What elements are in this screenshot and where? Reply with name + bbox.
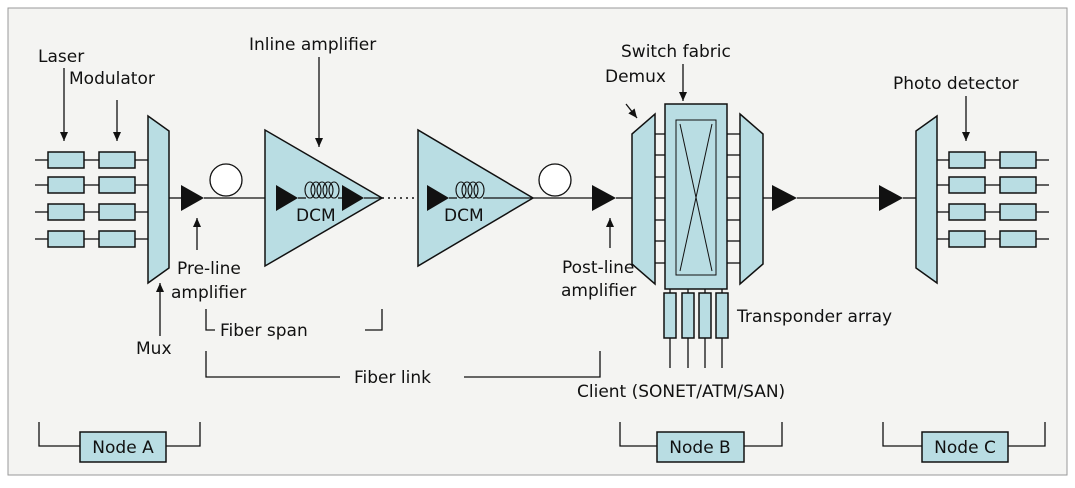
modulator-array bbox=[98, 151, 148, 248]
pre-line-amplifier-label-2: amplifier bbox=[171, 283, 246, 303]
inline-amplifier-2 bbox=[417, 128, 535, 268]
mux-out-trapezoid bbox=[739, 112, 764, 286]
node-b-bracket-left bbox=[619, 422, 657, 447]
node-b-switch bbox=[631, 103, 797, 368]
modulator-label: Modulator bbox=[69, 69, 155, 89]
fiber-span-label: Fiber span bbox=[220, 321, 308, 341]
photo-detector-label: Photo detector bbox=[893, 74, 1019, 94]
transponder-array-label: Transponder array bbox=[736, 307, 892, 327]
node-c-bracket-right bbox=[1008, 422, 1046, 447]
post-line-amplifier-label-1: Post-line bbox=[562, 258, 634, 278]
node-a-box bbox=[79, 431, 167, 463]
transponder-array bbox=[663, 289, 729, 368]
mux-label: Mux bbox=[136, 339, 172, 359]
fiber-link-bracket bbox=[205, 351, 340, 378]
booster-amplifier-triangle bbox=[772, 185, 797, 211]
post-line-amplifier-triangle bbox=[592, 185, 616, 211]
client-label: Client (SONET/ATM/SAN) bbox=[577, 382, 785, 402]
demux-label: Demux bbox=[605, 67, 666, 87]
node-c-bracket-left bbox=[882, 422, 922, 447]
node-a-bracket-left bbox=[38, 422, 80, 447]
dcm-label-2: DCM bbox=[444, 206, 484, 226]
fiber-span-bracket bbox=[205, 309, 215, 331]
pre-line-amplifier-label-1: Pre-line bbox=[177, 259, 241, 279]
pre-amplifier-triangle bbox=[879, 185, 903, 211]
diagram-panel bbox=[7, 7, 1068, 476]
node-c-label: Node C bbox=[934, 438, 996, 458]
pre-line-amplifier-triangle bbox=[181, 185, 204, 211]
dcm-coil-1 bbox=[304, 181, 340, 199]
switch-fabric-label: Switch fabric bbox=[621, 42, 731, 62]
demux-pointer bbox=[625, 103, 638, 119]
node-a-bracket-right bbox=[166, 422, 201, 447]
node-b-box bbox=[656, 431, 745, 463]
node-b-bracket-right bbox=[744, 422, 783, 447]
node-b-label: Node B bbox=[669, 438, 730, 458]
fiber-spool-2 bbox=[538, 163, 572, 197]
photo-detector-array bbox=[948, 151, 1049, 248]
node-c-receiver bbox=[879, 114, 1049, 285]
laser-label: Laser bbox=[38, 47, 84, 67]
node-a-transmitter bbox=[35, 114, 265, 285]
node-c-box bbox=[921, 431, 1009, 463]
dcm-coil-2 bbox=[455, 181, 485, 199]
node-a-label: Node A bbox=[92, 438, 154, 458]
laser-array bbox=[35, 151, 99, 248]
dcm-label-1: DCM bbox=[296, 206, 336, 226]
inline-amplifier-label: Inline amplifier bbox=[249, 35, 376, 55]
fiber-spool-1 bbox=[209, 163, 243, 197]
inline-amplifier-1 bbox=[264, 128, 384, 268]
mux-trapezoid bbox=[147, 114, 170, 285]
fiber-link-label: Fiber link bbox=[354, 368, 431, 388]
demux-trapezoid bbox=[631, 112, 656, 286]
post-line-amplifier-label-2: amplifier bbox=[561, 281, 636, 301]
demux-c-trapezoid bbox=[915, 114, 938, 285]
